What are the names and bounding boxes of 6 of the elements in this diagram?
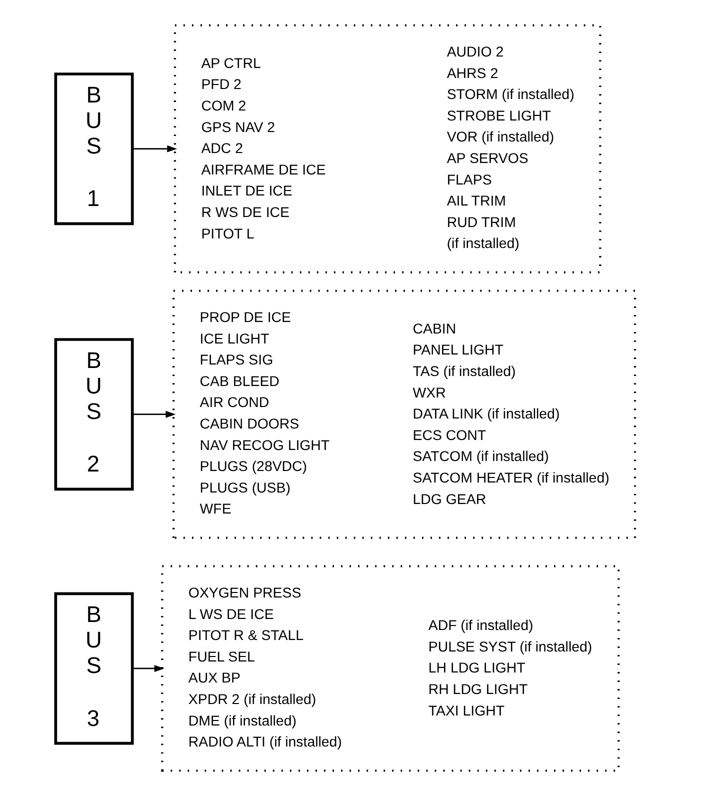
node-text: ADF (if installed) PULSE SYST (if installed) LH LDG LIGHT RH LDG LIGHT TAXI LIGHT: [428, 618, 592, 720]
node-text: OXYGEN PRESS L WS DE ICE PITOT R & STALL FUEL SEL AUX BP XPDR 2 (if installed) DME (if installed) RADIO ALTI (if installed): [188, 585, 342, 751]
node-text: PROP DE ICE ICE LIGHT FLAPS SIG CAB BLEED AIR COND CABIN DOORS NAV RECOG LIGHT PLUGS (28VDC) PLUGS (USB) WFE: [200, 310, 330, 518]
node-text: AUDIO 2 AHRS 2 STORM (if installed) STROBE LIGHT VOR (if installed) AP SERVOS FLAPS AIL TRIM RUD TRIM (if installed): [446, 44, 574, 252]
node-text: CABIN PANEL LIGHT TAS (if installed) WXR DATA LINK (if installed) ECS CONT SATCOM (if installed) SATCOM HEATER (if installed) LDG GEAR: [412, 321, 610, 508]
node-text: AP CTRL PFD 2 COM 2 GPS NAV 2 ADC 2 AIRFRAME DE ICE INLET DE ICE R WS DE ICE PITOT L: [201, 56, 326, 242]
